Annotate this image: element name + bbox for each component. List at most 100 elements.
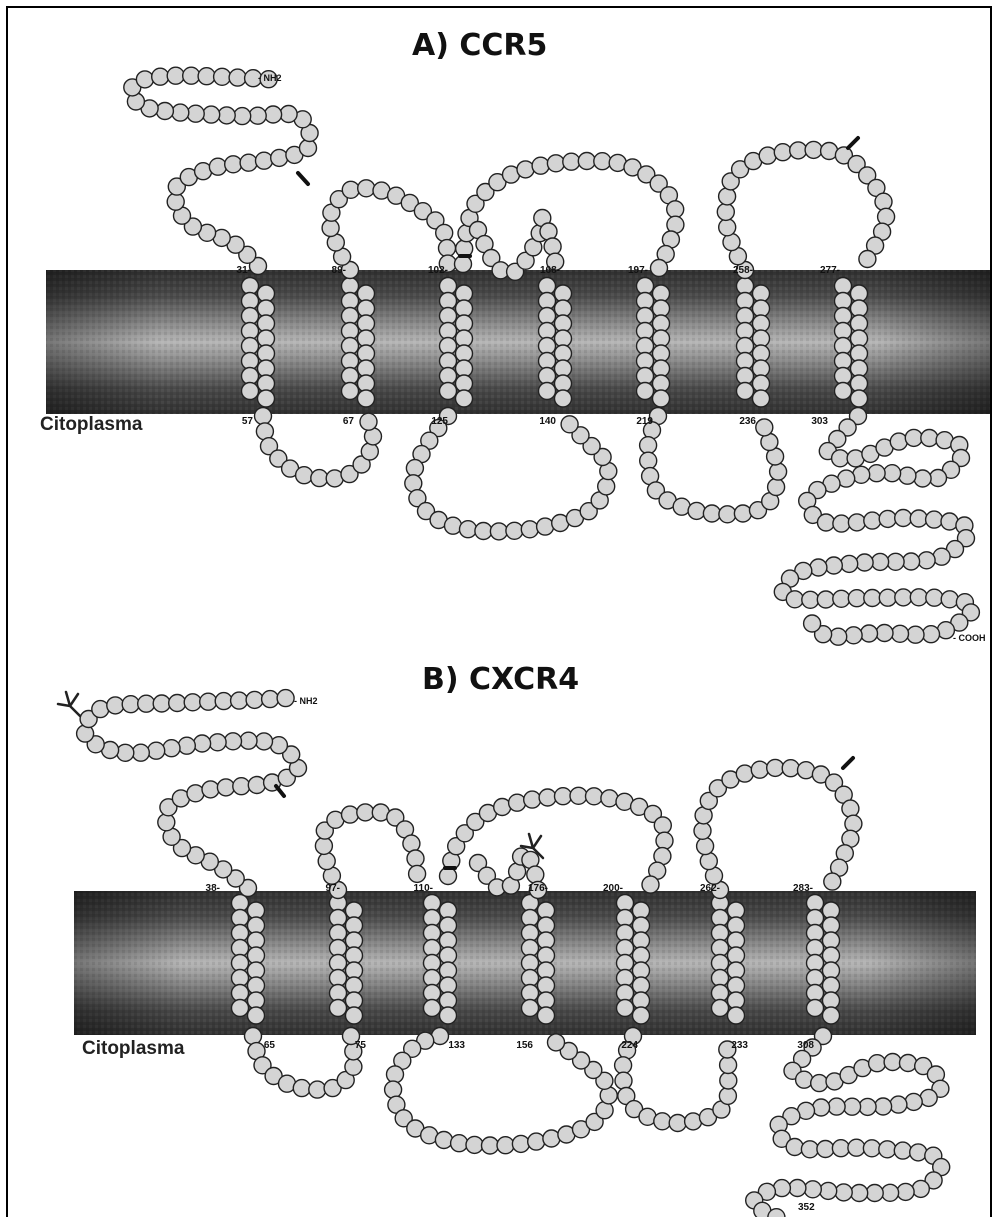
ccr5-cterm-residue xyxy=(905,429,922,446)
cxcr4-cterm-residue xyxy=(804,1181,821,1198)
cxcr4-ecl3-residue xyxy=(736,765,753,782)
ccr5-int-position-label: 303 xyxy=(811,416,828,427)
ccr5-icl2-residue xyxy=(406,460,423,477)
ccr5-nterm-residue xyxy=(240,154,257,171)
cxcr4-cterm-terminus-label: - COOH xyxy=(788,1216,821,1217)
cxcr4-int-position-label: 233 xyxy=(731,1040,748,1051)
ccr5-icl2-residue xyxy=(460,521,477,538)
figure-frame: 31-89-102-168-197-258-277-57671251402192… xyxy=(6,6,992,1217)
ccr5-disulfide-tick xyxy=(848,138,858,148)
ccr5-cterm-residue xyxy=(923,626,940,643)
cxcr4-icl2-residue xyxy=(435,1132,452,1149)
cxcr4-int-position-label: 224 xyxy=(621,1040,638,1051)
cxcr4-cterm-residue xyxy=(820,1182,837,1199)
ccr5-cytoplasm-label: Citoplasma xyxy=(40,414,142,436)
ccr5-cterm-residue xyxy=(804,615,821,632)
ccr5-disulfide-tick xyxy=(298,173,308,184)
cxcr4-ecl2a-residue xyxy=(586,788,603,805)
ccr5-panel-title: A) CCR5 xyxy=(412,28,547,63)
cxcr4-ext-position-label: 110- xyxy=(414,883,433,894)
cxcr4-ecl2a-residue xyxy=(524,791,541,808)
cxcr4-nterm-residue xyxy=(158,814,175,831)
cxcr4-nterm-residue xyxy=(225,733,242,750)
cxcr4-ext-position-label: 38- xyxy=(206,883,220,894)
cxcr4-nterm-residue xyxy=(200,693,217,710)
cxcr4-ecl2a-residue xyxy=(539,789,556,806)
ccr5-ecl3-residue xyxy=(805,141,822,158)
ccr5-ecl2a-residue xyxy=(532,157,549,174)
cxcr4-helix-residue xyxy=(232,1000,249,1017)
cxcr4-nterm-residue xyxy=(163,740,180,757)
ccr5-ext-position-label: 197- xyxy=(628,265,648,276)
ccr5-nterm-residue xyxy=(156,103,173,120)
ccr5-ecl2a-residue xyxy=(667,201,684,218)
cxcr4-cterm-residue xyxy=(894,1142,911,1159)
ccr5-cterm-residue xyxy=(907,626,924,643)
ccr5-cterm-residue xyxy=(876,625,893,642)
ccr5-icl2-residue xyxy=(521,521,538,538)
cxcr4-nterm-residue xyxy=(132,744,149,761)
cxcr4-nterm-residue xyxy=(248,777,265,794)
cxcr4-cterm-residue xyxy=(920,1089,937,1106)
ccr5-cterm-residue xyxy=(918,552,935,569)
ccr5-icl3-residue xyxy=(640,452,657,469)
cxcr4-cterm-residue xyxy=(813,1099,830,1116)
ccr5-helix-residue xyxy=(835,383,852,400)
cxcr4-helix-residue xyxy=(522,1000,539,1017)
cxcr4-ecl2b-residue xyxy=(509,863,526,880)
cxcr4-ecl1-residue xyxy=(409,865,426,882)
cxcr4-icl2-residue xyxy=(497,1137,514,1154)
ccr5-int-position-label: 219 xyxy=(636,416,653,427)
ccr5-ecl3-residue xyxy=(774,144,791,161)
cxcr4-cterm-residue xyxy=(786,1139,803,1156)
ccr5-icl2-residue xyxy=(445,517,462,534)
ccr5-nterm-residue xyxy=(225,156,242,173)
ccr5-helix-residue xyxy=(637,383,654,400)
ccr5-helix-residue xyxy=(851,390,868,407)
ccr5-cterm-residue xyxy=(868,465,885,482)
cxcr4-nterm-residue xyxy=(107,697,124,714)
ccr5-icl2-residue xyxy=(561,416,578,433)
ccr5-helix-residue xyxy=(653,390,670,407)
ccr5-nterm-residue xyxy=(280,106,297,123)
ccr5-cterm-residue xyxy=(892,625,909,642)
ccr5-cterm-residue xyxy=(884,465,901,482)
ccr5-cterm-residue xyxy=(879,589,896,606)
ccr5-ext-position-label: 277- xyxy=(820,265,840,276)
cxcr4-cterm-residue xyxy=(789,1180,806,1197)
cxcr4-cterm-residue xyxy=(796,1071,813,1088)
cxcr4-cterm-residue xyxy=(801,1141,818,1158)
cxcr4-cterm-residue xyxy=(890,1096,907,1113)
ccr5-icl1-residue xyxy=(311,470,328,487)
cxcr4-nterm-residue xyxy=(184,694,201,711)
ccr5-ecl2a-residue xyxy=(517,161,534,178)
cxcr4-nterm-residue xyxy=(138,695,155,712)
ccr5-int-position-label: 57 xyxy=(242,416,254,427)
ccr5-cterm-residue xyxy=(861,625,878,642)
ccr5-cterm-residue xyxy=(872,553,889,570)
ccr5-cterm-residue xyxy=(864,590,881,607)
cxcr4-cterm-residue xyxy=(884,1054,901,1071)
cxcr4-nterm-residue xyxy=(215,693,232,710)
cxcr4-cterm-residue xyxy=(851,1185,868,1202)
cxcr4-cterm-residue xyxy=(835,1184,852,1201)
cxcr4-glycosylation-icon xyxy=(58,692,80,716)
ccr5-icl3-residue xyxy=(703,505,720,522)
ccr5-icl1-residue xyxy=(296,467,313,484)
cxcr4-nterm-residue xyxy=(233,778,250,795)
cxcr4-icl2-residue xyxy=(466,1136,483,1153)
cxcr4-ext-position-label: 176- xyxy=(528,883,548,894)
ccr5-icl2-residue xyxy=(506,522,523,539)
ccr5-cterm-residue xyxy=(879,510,896,527)
cxcr4-nterm-residue xyxy=(256,733,273,750)
ccr5-cterm-residue xyxy=(926,589,943,606)
cxcr4-helix-residue xyxy=(728,1007,745,1024)
cxcr4-helix-residue xyxy=(538,1007,555,1024)
ccr5-icl2-residue xyxy=(490,523,507,540)
cxcr4-int-position-label: 133 xyxy=(448,1040,465,1051)
ccr5-cterm-residue xyxy=(930,470,947,487)
ccr5-ext-position-label: 258- xyxy=(733,265,753,276)
cxcr4-ecl1-residue xyxy=(407,850,424,867)
cxcr4-cterm-residue xyxy=(859,1098,876,1115)
cxcr4-int-position-label: 308 xyxy=(797,1040,814,1051)
